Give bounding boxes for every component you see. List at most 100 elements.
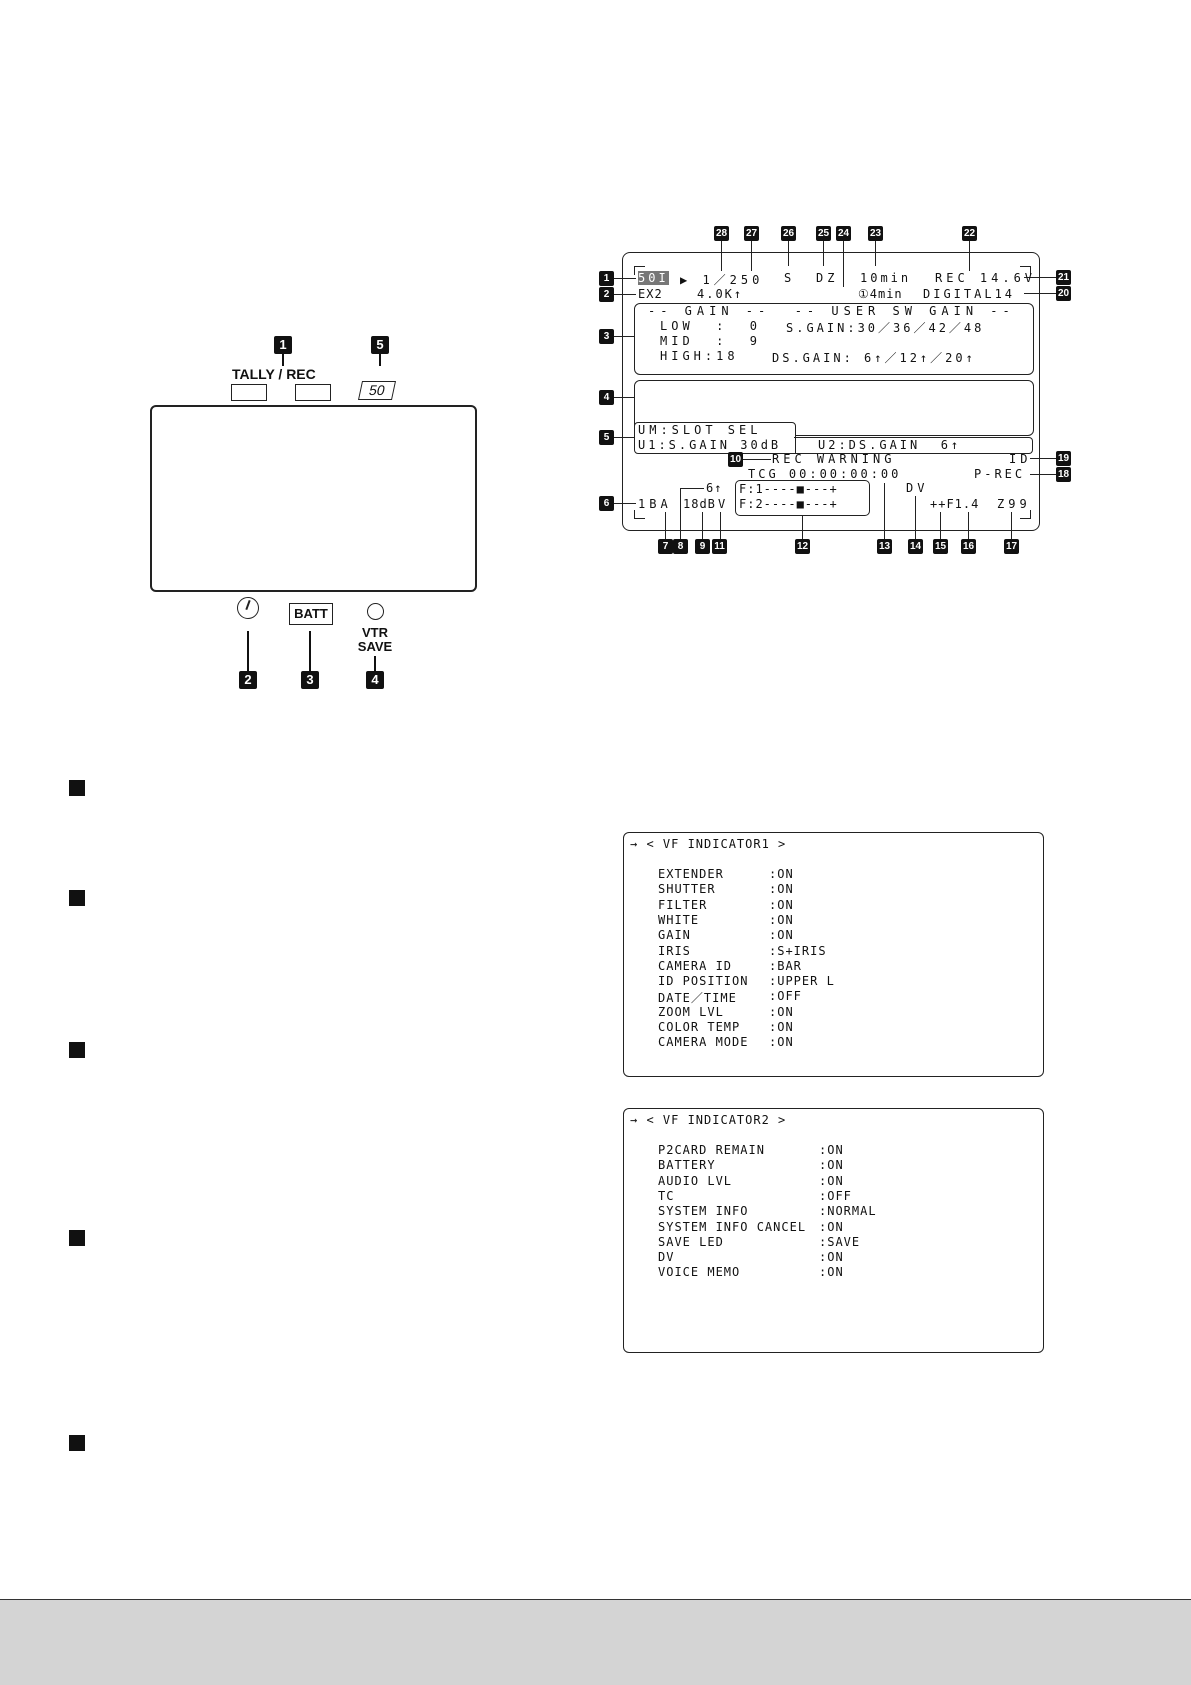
menu-item-value: :NORMAL [819, 1204, 877, 1219]
section-marker [69, 890, 85, 906]
leader-line [282, 354, 284, 366]
safety-corner [634, 510, 645, 519]
callout-badge-4: 4 [366, 671, 384, 689]
callout-badge-28: 28 [714, 226, 729, 241]
leader-line [379, 354, 381, 366]
callout-badge-15: 15 [933, 539, 948, 554]
callout-badge-25: 25 [816, 226, 831, 241]
menu-title: → < VF INDICATOR1 > [630, 837, 787, 851]
gain-header: -- GAIN -- -- USER SW GAIN -- [648, 304, 1015, 318]
um-slot-sel: UM:SLOT SEL [638, 423, 762, 437]
safety-corner [634, 266, 645, 275]
callout-badge-22: 22 [962, 226, 977, 241]
menu-item-value: :ON [769, 897, 794, 912]
menu-item-name: ZOOM LVL [658, 1004, 724, 1019]
gain-high: HIGH:18 [660, 349, 739, 363]
s-gain-values: S.GAIN:30／36／42／48 [786, 321, 985, 335]
callout-badge-17: 17 [1004, 539, 1019, 554]
menu-item-value: :ON [769, 912, 794, 927]
safety-corner [1020, 266, 1031, 275]
menu-item-value: :UPPER L [769, 974, 835, 989]
menu-item-value: :ON [769, 867, 794, 881]
menu-item-value: :ON [769, 1035, 794, 1050]
message-box [634, 380, 1034, 436]
menu-item-value: :ON [819, 1158, 844, 1173]
callout-badge-19: 19 [1056, 451, 1071, 466]
rec-warning: REC WARNING [772, 452, 896, 466]
u2-gain: U2:DS.GAIN 6↑ [818, 438, 962, 452]
callout-badge-9: 9 [695, 539, 710, 554]
gain-db-indicator: 18dB [683, 497, 716, 511]
callout-badge-18: 18 [1056, 467, 1071, 482]
rec-lamp [295, 384, 331, 401]
menu-item-name: IRIS [658, 943, 691, 958]
ds-gain-values: DS.GAIN: 6↑／12↑／20↑ [772, 351, 976, 365]
warning-lamp-icon [237, 597, 259, 619]
callout-badge-23: 23 [868, 226, 883, 241]
tally-lamp [231, 384, 267, 401]
menu-item-value: :ON [819, 1219, 844, 1234]
menu-item-value: :ON [819, 1250, 844, 1265]
s-indicator: S [784, 271, 796, 285]
menu-item-name: CAMERA MODE [658, 1035, 749, 1050]
callout-badge-27: 27 [744, 226, 759, 241]
menu-item-value: :ON [819, 1143, 844, 1157]
callout-badge-20: 20 [1056, 286, 1071, 301]
section-marker [69, 1435, 85, 1451]
menu-item-name: AUDIO LVL [658, 1173, 733, 1188]
menu-item-value: :OFF [819, 1188, 852, 1203]
menu-item-value: :SAVE [819, 1234, 861, 1249]
audio-level-ch1: F:1----■---+ [739, 482, 838, 496]
menu-title: → < VF INDICATOR2 > [630, 1113, 787, 1127]
timecode-indicator: TCG 00:00:00:00 [748, 467, 902, 481]
gain-box [634, 303, 1034, 375]
menu-item-value: :ON [819, 1173, 844, 1188]
menu-item-name: COLOR TEMP [658, 1020, 741, 1034]
p-rec-indicator: P-REC [974, 467, 1026, 481]
extender-indicator: EX2 [638, 287, 663, 301]
user-sw-box [794, 437, 1033, 454]
section-marker [69, 1042, 85, 1058]
callout-badge-21: 21 [1056, 270, 1071, 285]
menu-item-name: SAVE LED [658, 1234, 724, 1249]
callout-badge-12: 12 [795, 539, 810, 554]
card-remain-indicator: ①4min [858, 287, 903, 301]
callout-badge-1: 1 [599, 271, 614, 286]
leader-line [374, 656, 376, 671]
callout-badge-5: 5 [371, 336, 389, 354]
zoom-indicator: Z99 [997, 497, 1031, 511]
menu-item-name: DV [658, 1250, 675, 1265]
callout-badge-10: 10 [728, 452, 743, 467]
leader-line [309, 631, 311, 671]
callout-badge-11: 11 [712, 539, 727, 554]
dz-indicator: DZ [816, 271, 839, 285]
menu-item-name: SHUTTER [658, 882, 716, 897]
callout-badge-8: 8 [673, 539, 688, 554]
u1-gain: U1:S.GAIN 30dB [638, 438, 782, 452]
vtr-save-lamp-icon [367, 603, 384, 620]
tally-rec-label: TALLY / REC [232, 366, 316, 382]
gain-low: LOW : 0 [660, 319, 762, 333]
system-format-indicator: 50I [638, 271, 669, 285]
menu-item-name: CAMERA ID [658, 958, 733, 973]
iris-indicator: ++F1.4 [930, 497, 980, 511]
v-indicator: V [718, 497, 727, 511]
menu-item-value: :ON [769, 1004, 794, 1019]
vtr-save-label: VTR SAVE [357, 625, 393, 654]
section-marker [69, 780, 85, 796]
menu-item-name: FILTER [658, 897, 708, 912]
user-main-box [634, 422, 796, 454]
callout-badge-13: 13 [877, 539, 892, 554]
menu-item-name: TC [658, 1188, 675, 1203]
callout-badge-1: 1 [274, 336, 292, 354]
menu-item-value: :ON [819, 1265, 844, 1280]
callout-badge-16: 16 [961, 539, 976, 554]
menu-item-value: :S+IRIS [769, 943, 827, 958]
menu-item-value: :OFF [769, 989, 802, 1004]
menu-item-value: :ON [769, 928, 794, 943]
color-temp-indicator: 4.0K↑ [697, 287, 744, 301]
menu-item-value: :BAR [769, 958, 802, 973]
callout-badge-5: 5 [599, 430, 614, 445]
dv-indicator: DV [906, 481, 929, 495]
